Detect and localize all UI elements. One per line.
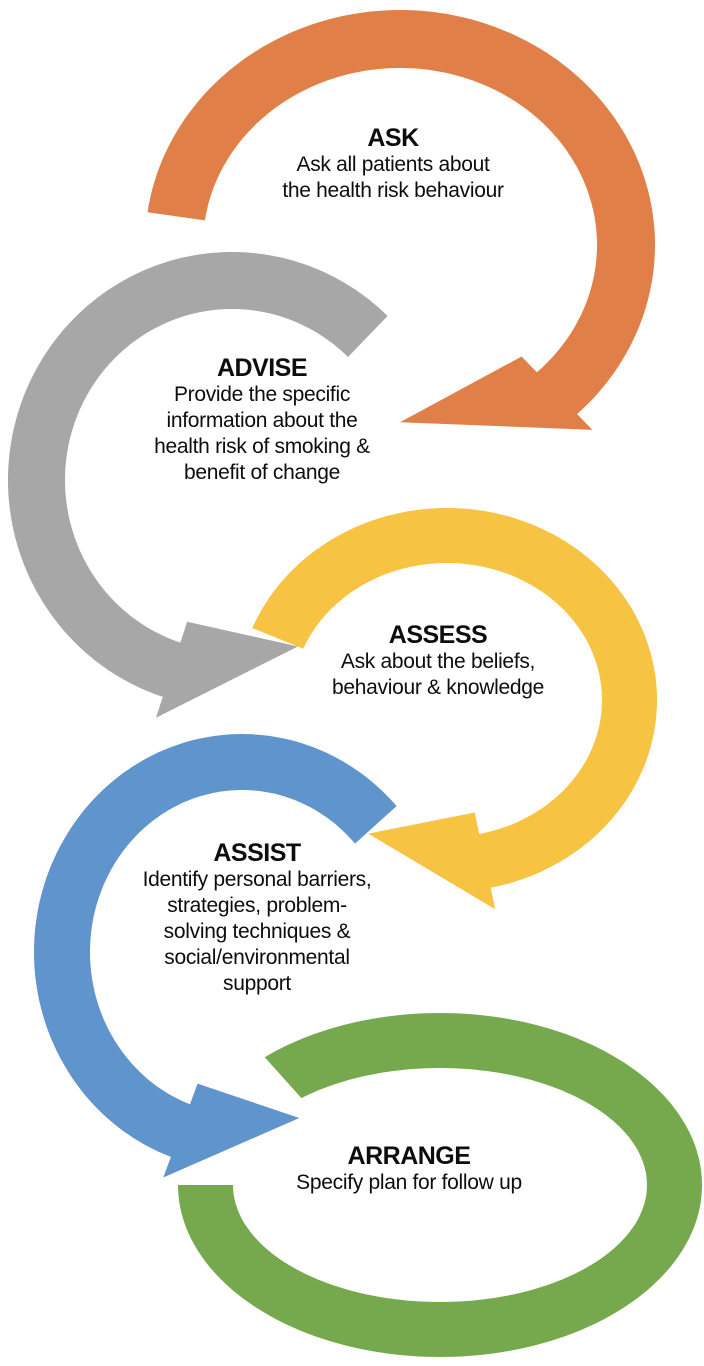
assist-arrow <box>34 734 397 1178</box>
step-desc-advise: Provide the specific information about t… <box>154 383 370 484</box>
step-title-arrange: ARRANGE <box>347 1142 471 1170</box>
step-desc-ask: Ask all patients about the health risk b… <box>282 153 504 202</box>
step-label-assess: ASSESS Ask about the beliefs, behaviour … <box>332 622 544 701</box>
step-label-assist: ASSIST Identify personal barriers, strat… <box>143 840 372 997</box>
step-title-assist: ASSIST <box>213 839 301 867</box>
step-desc-assess: Ask about the beliefs, behaviour & knowl… <box>331 650 545 699</box>
step-title-assess: ASSESS <box>388 621 488 649</box>
step-desc-assist: Identify personal barriers, strategies, … <box>142 868 372 995</box>
step-label-advise: ADVISE Provide the specific information … <box>154 355 370 486</box>
assess-arrow <box>252 508 658 910</box>
step-title-ask: ASK <box>367 124 419 152</box>
step-label-arrange: ARRANGE Specify plan for follow up <box>296 1143 522 1196</box>
step-label-ask: ASK Ask all patients about the health ri… <box>282 124 504 204</box>
step-desc-arrange: Specify plan for follow up <box>296 1171 522 1194</box>
advise-arrow <box>8 252 388 718</box>
step-title-advise: ADVISE <box>216 354 308 382</box>
